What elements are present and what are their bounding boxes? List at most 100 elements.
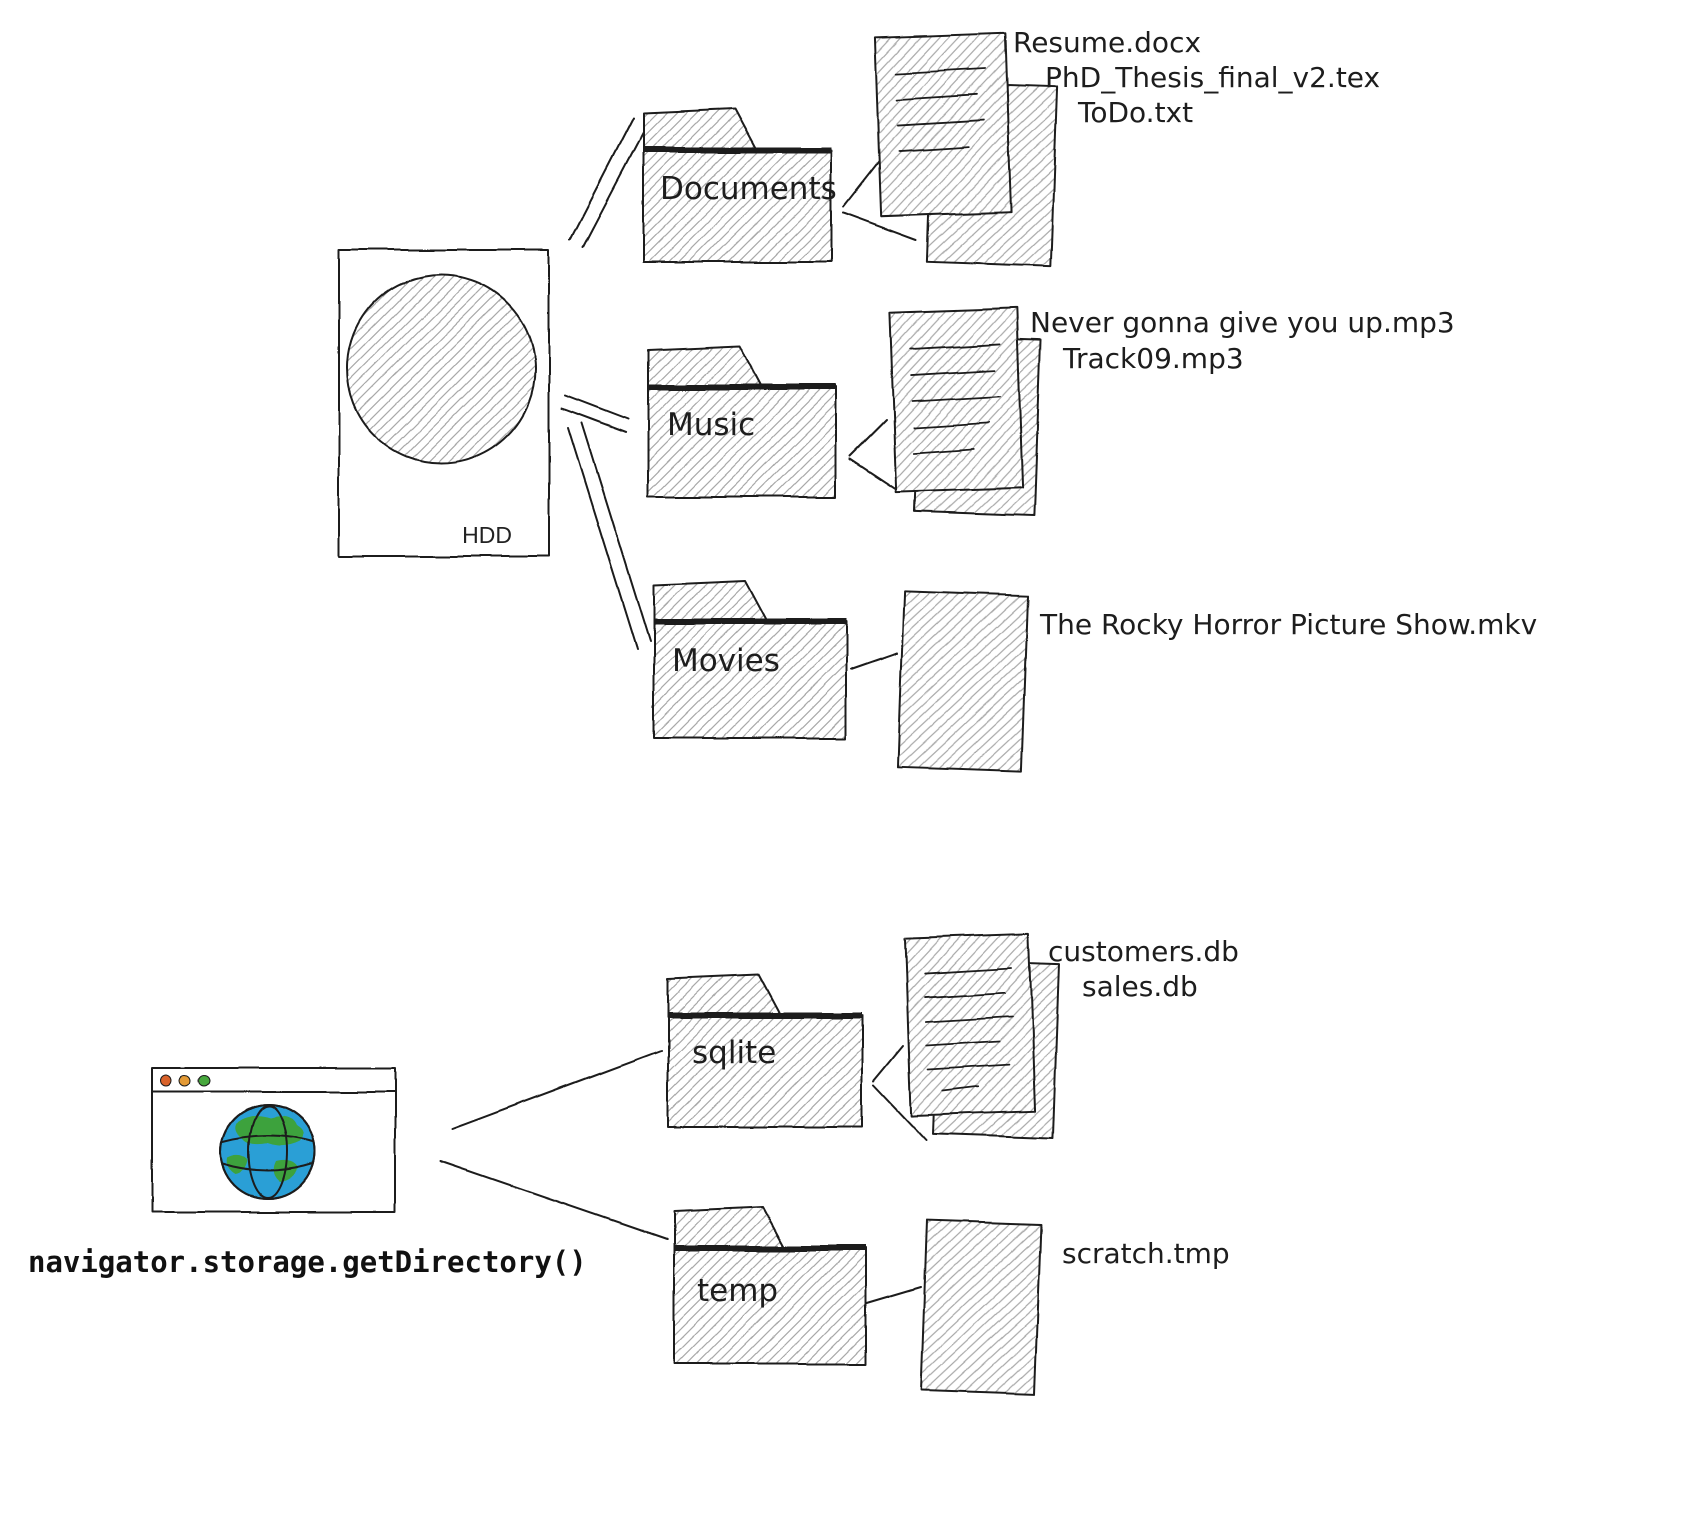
arrow-line bbox=[866, 1286, 922, 1304]
folder-tab bbox=[653, 580, 769, 623]
connector-line bbox=[582, 126, 647, 248]
arrow-line bbox=[873, 1084, 927, 1141]
file-stack-movies bbox=[896, 589, 1030, 773]
connector-browser-sqlite bbox=[451, 1050, 662, 1130]
document-text-lines bbox=[909, 343, 1001, 455]
folder-fold-band bbox=[654, 619, 846, 625]
folder-label-documents: Documents bbox=[660, 171, 837, 207]
arrow-line bbox=[849, 419, 887, 457]
folder-icon-documents bbox=[642, 108, 832, 263]
folder-label-music: Music bbox=[667, 407, 755, 443]
arrow-line bbox=[850, 652, 898, 670]
folder-tab bbox=[673, 1206, 785, 1249]
window-control-dot-left bbox=[160, 1075, 172, 1087]
hdd-platter bbox=[346, 274, 536, 464]
arrow-temp-files bbox=[866, 1286, 922, 1304]
connector-line bbox=[439, 1160, 668, 1240]
text-line bbox=[897, 119, 985, 127]
text-line bbox=[924, 991, 1006, 999]
arrow-documents-files bbox=[842, 159, 917, 241]
folder-fold-band bbox=[643, 147, 831, 153]
folder-fold-band bbox=[668, 1012, 862, 1018]
document-icon bbox=[873, 32, 1013, 218]
text-line bbox=[941, 1085, 980, 1092]
file-label: Never gonna give you up.mp3 bbox=[1030, 306, 1455, 339]
file-stack-documents bbox=[873, 32, 1059, 268]
text-line bbox=[924, 1015, 1013, 1023]
file-stack-sqlite bbox=[903, 932, 1060, 1140]
file-label: PhD_Thesis_final_v2.tex bbox=[1045, 61, 1380, 94]
connector-line bbox=[451, 1050, 662, 1130]
arrow-music-files bbox=[849, 419, 901, 493]
file-label: Resume.docx bbox=[1013, 26, 1201, 59]
browser-window-icon bbox=[151, 1067, 396, 1213]
window-control-dot-middle bbox=[179, 1075, 191, 1087]
folder-tab bbox=[647, 345, 763, 388]
window-control-dot-right bbox=[198, 1075, 210, 1087]
connector-line bbox=[564, 394, 629, 420]
connector-hdd-documents bbox=[569, 117, 647, 248]
globe-parallel bbox=[222, 1135, 314, 1143]
arrow-sqlite-files bbox=[873, 1045, 927, 1141]
text-line bbox=[896, 93, 978, 101]
folder-label-temp: temp bbox=[697, 1273, 778, 1309]
connector-browser-temp bbox=[439, 1160, 668, 1240]
hdd-icon bbox=[338, 249, 550, 557]
text-line bbox=[923, 967, 1013, 975]
arrow-line bbox=[849, 458, 901, 493]
label-layer: HDD Documents Music Movies sqlite temp R… bbox=[28, 26, 1537, 1309]
folder-body bbox=[647, 386, 837, 498]
sketch-layer bbox=[151, 32, 1060, 1395]
connector-line bbox=[561, 407, 627, 433]
text-line bbox=[897, 146, 970, 153]
folder-fold-band bbox=[648, 384, 836, 390]
text-line bbox=[911, 395, 1001, 403]
file-label: Track09.mp3 bbox=[1062, 342, 1244, 375]
document-icon bbox=[920, 1219, 1042, 1395]
connector-hdd-music bbox=[561, 394, 629, 433]
file-stack-music bbox=[888, 306, 1043, 518]
folder-tab bbox=[667, 973, 781, 1016]
folder-label-sqlite: sqlite bbox=[692, 1035, 776, 1071]
folder-icon-sqlite bbox=[667, 973, 863, 1128]
folder-icon-music bbox=[647, 345, 837, 498]
document-icon bbox=[888, 306, 1025, 494]
file-label: ToDo.txt bbox=[1077, 96, 1193, 129]
arrow-line bbox=[842, 212, 917, 241]
document-text-lines bbox=[923, 967, 1013, 1092]
folder-fold-band bbox=[674, 1245, 866, 1251]
connector-line bbox=[569, 117, 634, 241]
arrow-movies-files bbox=[850, 652, 898, 670]
file-label: The Rocky Horror Picture Show.mkv bbox=[1039, 608, 1537, 641]
globe-outline bbox=[220, 1104, 316, 1200]
text-line bbox=[925, 1040, 1000, 1047]
folder-label-movies: Movies bbox=[672, 643, 780, 679]
globe-parallel bbox=[222, 1163, 314, 1172]
text-line bbox=[909, 343, 1001, 351]
folder-icon-temp bbox=[673, 1206, 867, 1365]
text-line bbox=[910, 369, 996, 377]
connector-line bbox=[581, 422, 651, 643]
document-text-lines bbox=[895, 67, 987, 153]
browser-api-label: navigator.storage.getDirectory() bbox=[28, 1245, 587, 1279]
globe-icon bbox=[220, 1104, 316, 1200]
file-label: customers.db bbox=[1048, 935, 1239, 968]
text-line bbox=[926, 1063, 1011, 1071]
folder-tab bbox=[642, 108, 758, 151]
text-line bbox=[912, 448, 975, 455]
file-stack-temp bbox=[920, 1219, 1042, 1395]
file-label: sales.db bbox=[1082, 970, 1198, 1003]
folder-body bbox=[673, 1247, 867, 1365]
text-line bbox=[895, 67, 987, 75]
file-label: scratch.tmp bbox=[1062, 1237, 1230, 1270]
arrow-line bbox=[873, 1045, 904, 1082]
folder-body bbox=[653, 621, 847, 739]
connector-line bbox=[567, 427, 638, 651]
document-icon bbox=[896, 589, 1030, 773]
connector-hdd-movies bbox=[567, 422, 651, 651]
hdd-label: HDD bbox=[462, 522, 512, 548]
folder-body bbox=[667, 1014, 863, 1128]
folder-icon-movies bbox=[653, 580, 847, 739]
